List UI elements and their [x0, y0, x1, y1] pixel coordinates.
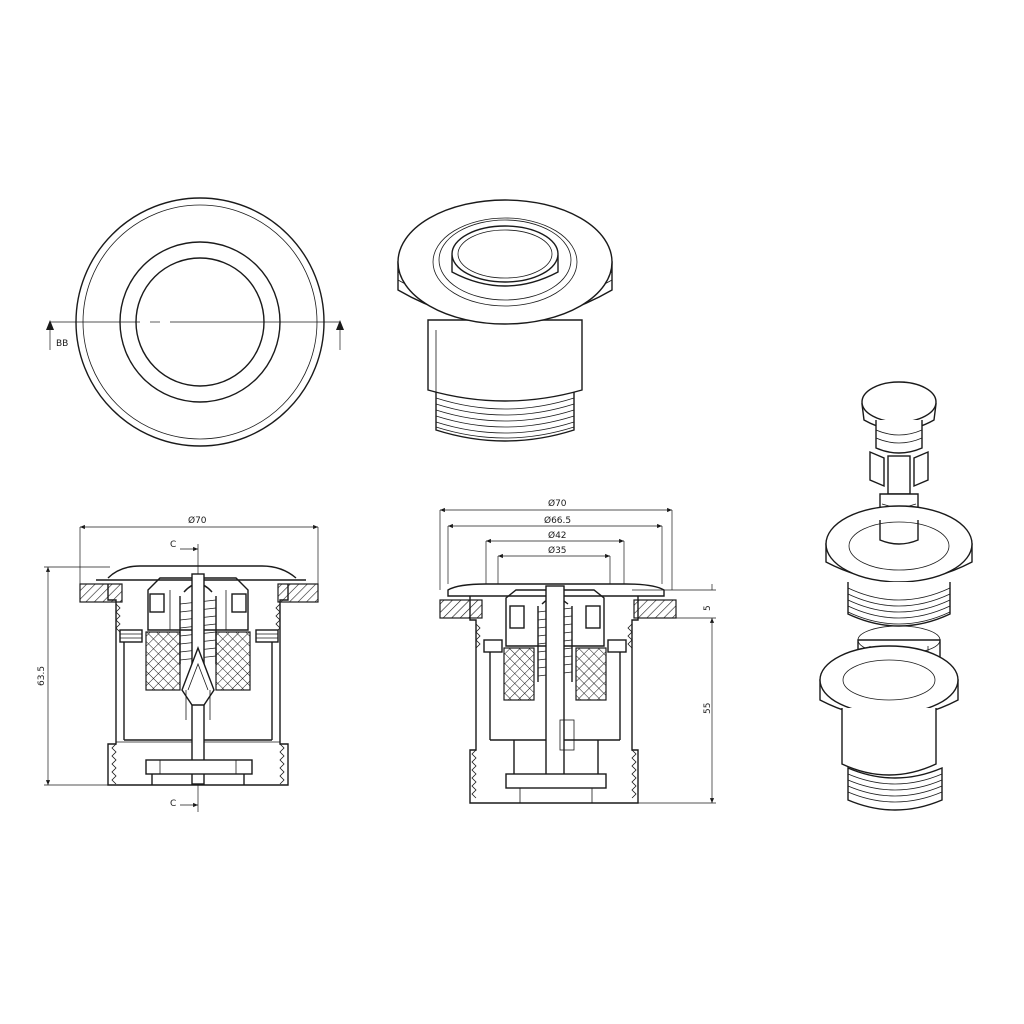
dim-label-diameter-70: Ø70	[188, 515, 207, 526]
upper-cage-b	[505, 589, 605, 647]
seal-block-b-left	[503, 647, 535, 701]
exploded-plug-stem	[875, 420, 923, 454]
section-label-bb: BB	[56, 339, 68, 349]
basin-slab-b-left	[439, 599, 483, 619]
outer-body	[107, 584, 289, 786]
iso-cap-ring	[432, 217, 578, 307]
top-view: BB	[46, 197, 344, 447]
dim-label-b-inner: Ø42	[548, 530, 567, 541]
gasket-left	[119, 629, 143, 643]
dim-label-b-flange-thickness: 5	[703, 605, 713, 611]
section-b-view: Ø70 Ø66.5 Ø42 Ø35 5 55	[439, 498, 716, 804]
outer-body-b	[469, 596, 639, 804]
dim-label-height-63-5: 63.5	[37, 666, 47, 686]
basin-slab-b-right	[633, 599, 677, 619]
exploded-clip-right	[913, 450, 929, 488]
cage-clip-b-right	[585, 605, 601, 629]
section-c-view: Ø70 63.5 C C	[37, 515, 319, 812]
exploded-thread-tube	[847, 582, 951, 627]
dim-label-b-height: 55	[703, 703, 713, 714]
flange-b	[447, 583, 665, 597]
gasket-b-left	[483, 639, 503, 653]
exploded-clip-left	[869, 450, 885, 488]
dim-label-b-outer: Ø70	[548, 498, 567, 509]
exploded-plug-cap-top	[861, 381, 937, 423]
iso-cap-top	[451, 225, 559, 283]
flange-top-curve	[107, 565, 297, 579]
bottom-crossbar-c	[145, 759, 253, 775]
exploded-spindle	[887, 455, 911, 495]
isometric-view	[397, 199, 613, 442]
basin-slab-left	[79, 583, 123, 603]
cage-clip-left	[149, 593, 165, 613]
section-arrow-right-head	[336, 320, 344, 330]
section-arrow-left-head	[46, 320, 54, 330]
bottom-crossbar-b	[505, 773, 607, 789]
exploded-view	[819, 381, 973, 811]
exploded-body	[841, 708, 937, 776]
upper-cage	[147, 577, 249, 631]
cut-label-c-top: C	[170, 540, 176, 550]
spindle-b	[545, 585, 565, 787]
seal-block-right	[215, 631, 251, 691]
dim-label-b-cap: Ø35	[548, 545, 567, 556]
spindle-cam	[181, 646, 215, 706]
cut-label-c-bottom: C	[170, 799, 176, 809]
seal-block-b-right	[575, 647, 607, 701]
dim-label-b-flange: Ø66.5	[544, 515, 571, 526]
gasket-b-right	[607, 639, 627, 653]
cage-clip-b-left	[509, 605, 525, 629]
iso-thread	[435, 392, 575, 442]
seal-block-left	[145, 631, 181, 691]
cage-clip-right	[231, 593, 247, 613]
exploded-body-flange-top	[819, 645, 959, 715]
iso-body	[427, 319, 583, 402]
gasket-right	[255, 629, 279, 643]
